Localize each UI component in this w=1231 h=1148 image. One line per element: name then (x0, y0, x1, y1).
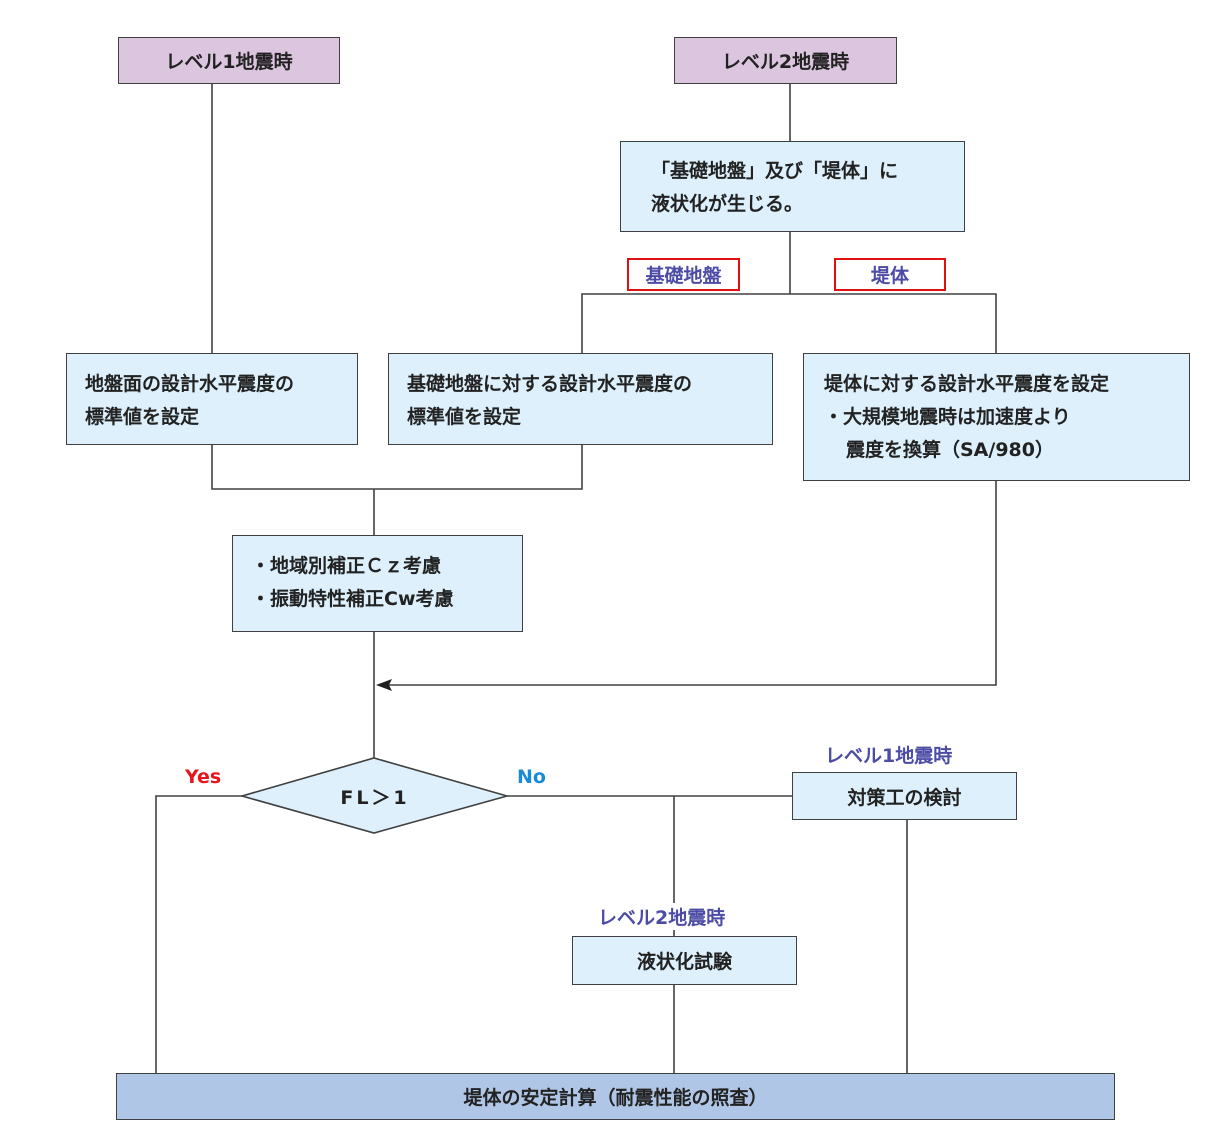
level1-start-box: レベル1地震時 (118, 37, 340, 84)
ground-surface-coefficient-box: 地盤面の設計水平震度の 標準値を設定 (66, 353, 358, 445)
liquefaction-line-2: 液状化が生じる。 (651, 193, 804, 215)
no-label: No (517, 766, 546, 788)
correction-line-1: ・地域別補正Ｃｚ考慮 (251, 555, 442, 577)
foundation-branch-tag: 基礎地盤 (627, 258, 740, 291)
liquefaction-occurs-box: 「基礎地盤」及び「堤体」に 液状化が生じる。 (620, 141, 965, 232)
embankment-branch-tag: 堤体 (834, 258, 946, 291)
liquefaction-test-label: 液状化試験 (636, 951, 732, 973)
liquefaction-test-box: 液状化試験 (572, 936, 797, 985)
embankment-branch-label: 堤体 (870, 265, 909, 287)
ground-surface-line-1: 地盤面の設計水平震度の (85, 373, 295, 395)
correction-line-2: ・振動特性補正Cw考慮 (251, 588, 454, 610)
embankment-coefficient-box: 堤体に対する設計水平震度を設定 ・大規模地震時は加速度より 震度を換算（SA/9… (803, 353, 1190, 481)
foundation-line-2: 標準値を設定 (407, 406, 522, 428)
connector (386, 481, 997, 686)
embankment-line-3: 震度を換算（SA/980） (846, 439, 1054, 461)
decision-diamond (239, 757, 510, 834)
stability-calculation-label: 堤体の安定計算（耐震性能の照査） (463, 1087, 768, 1109)
level1-start-label: レベル1地震時 (165, 51, 293, 73)
stability-calculation-box: 堤体の安定計算（耐震性能の照査） (116, 1073, 1115, 1120)
countermeasure-label: 対策工の検討 (847, 786, 962, 809)
connector (155, 795, 242, 1073)
ground-surface-line-2: 標準値を設定 (85, 406, 200, 428)
level2-start-label: レベル2地震時 (721, 51, 850, 73)
countermeasure-box: 対策工の検討 (792, 772, 1017, 820)
decision-condition: FL＞1 (340, 786, 410, 809)
yes-label: Yes (185, 766, 222, 788)
arrow-head-icon (376, 679, 392, 691)
liquefaction-test-annotation: レベル2地震時 (598, 903, 726, 930)
foundation-line-1: 基礎地盤に対する設計水平震度の (407, 373, 693, 395)
connector (581, 293, 997, 353)
foundation-branch-label: 基礎地盤 (645, 265, 722, 287)
foundation-coefficient-box: 基礎地盤に対する設計水平震度の 標準値を設定 (388, 353, 773, 445)
level2-start-box: レベル2地震時 (674, 37, 897, 84)
embankment-line-1: 堤体に対する設計水平震度を設定 (824, 373, 1110, 395)
countermeasure-annotation: レベル1地震時 (825, 745, 953, 767)
correction-box: ・地域別補正Ｃｚ考慮 ・振動特性補正Cw考慮 (232, 535, 523, 632)
liquefaction-line-1: 「基礎地盤」及び「堤体」に (651, 160, 899, 182)
connector (211, 444, 583, 490)
embankment-line-2: ・大規模地震時は加速度より (824, 406, 1071, 428)
